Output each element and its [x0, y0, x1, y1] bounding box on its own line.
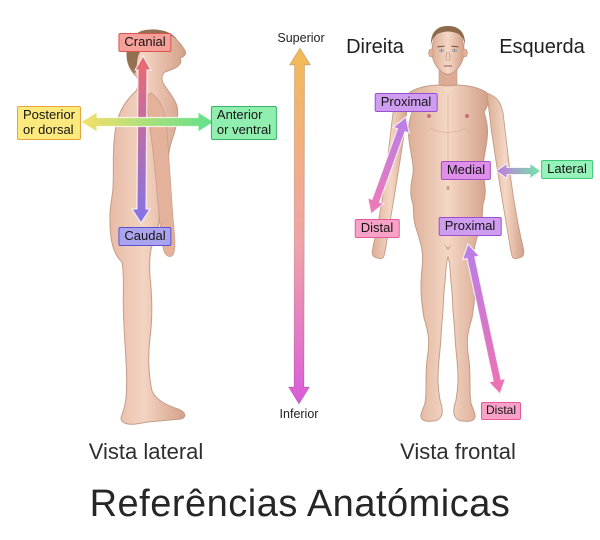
posterior-label: Posterior or dorsal: [16, 106, 82, 140]
cranial-label: Cranial: [118, 33, 172, 52]
frontal-torso-details: [427, 94, 469, 250]
vista-lateral-caption: Vista lateral: [88, 439, 204, 464]
frontal-hair: [430, 26, 466, 47]
navel: [446, 185, 450, 191]
frontal-face: [437, 45, 459, 67]
proximal-distal-leg-arrow: [461, 242, 507, 396]
frontal-head: [431, 27, 465, 75]
superior-label: Superior: [277, 31, 325, 45]
distal-leg-label: Distal: [480, 402, 522, 420]
anterior-label: Anterior or ventral: [210, 106, 278, 140]
distal-arm-label: Distal: [354, 219, 400, 238]
frontal-left-ear: [428, 48, 434, 58]
lateral-label: Lateral: [541, 160, 593, 179]
medial-lateral-arrow: [495, 162, 542, 180]
vista-frontal-caption: Vista frontal: [400, 439, 516, 464]
proximal-distal-arm-arrow: [367, 115, 410, 216]
diagram-title: Referências Anatómicas: [89, 483, 511, 525]
lateral-arm: [144, 92, 176, 257]
superior-inferior-arrow: [287, 47, 312, 405]
proximal-leg-label: Proximal: [438, 217, 502, 236]
inferior-label: Inferior: [279, 407, 319, 421]
cranial-caudal-arrow: [130, 54, 153, 225]
esquerda-label: Esquerda: [499, 36, 585, 58]
right-nipple: [465, 114, 469, 118]
caudal-label: Caudal: [118, 227, 172, 246]
groin: [444, 242, 452, 250]
direita-label: Direita: [346, 36, 404, 58]
left-nipple: [427, 114, 431, 118]
medial-label: Medial: [440, 161, 492, 180]
frontal-right-ear: [462, 48, 468, 58]
proximal-arm-label: Proximal: [374, 93, 438, 112]
